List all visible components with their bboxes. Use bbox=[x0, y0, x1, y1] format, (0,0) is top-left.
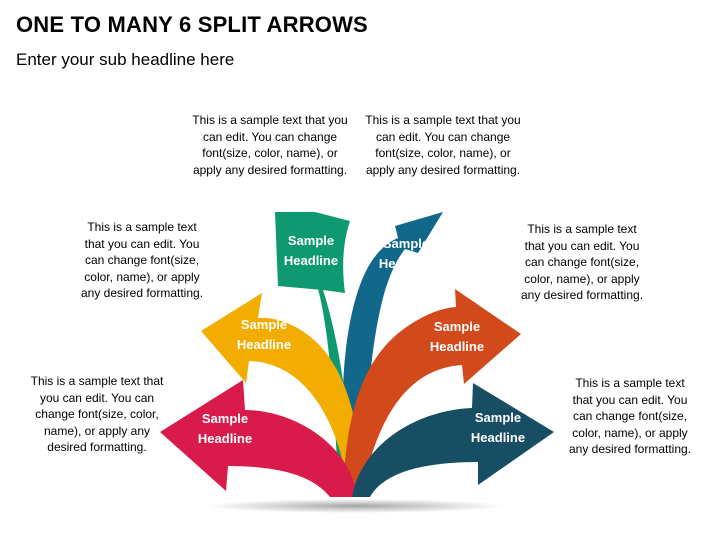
arrow-1: Sample Headline bbox=[160, 380, 356, 497]
arrow-2-headline-line2: Headline bbox=[237, 337, 291, 352]
arrow-4: Sample Headline bbox=[342, 212, 443, 497]
arrow-4-shape bbox=[342, 212, 443, 497]
arrow-6-shape bbox=[352, 383, 554, 497]
page-title: ONE TO MANY 6 SPLIT ARROWS bbox=[16, 12, 368, 37]
arrow-2: Sample Headline bbox=[201, 293, 362, 497]
arrow-5-headline-line2: Headline bbox=[430, 339, 484, 354]
description-text-2: This is a sample text that you can edit.… bbox=[80, 220, 204, 300]
arrow-4-headline-line2: Headline bbox=[379, 256, 433, 271]
description-text-4: This is a sample text that you can edit.… bbox=[365, 113, 521, 177]
page-subtitle: Enter your sub headline here bbox=[16, 50, 235, 69]
description-text-6: This is a sample text that you can edit.… bbox=[568, 376, 692, 456]
arrow-2-shape bbox=[201, 293, 362, 497]
arrow-1-shape bbox=[160, 380, 356, 497]
base-shadow bbox=[205, 499, 505, 513]
arrow-6: Sample Headline bbox=[352, 383, 554, 497]
arrow-1-headline-line1: Sample bbox=[202, 411, 248, 426]
arrow-4-headline-line1: Sample bbox=[383, 236, 429, 251]
description-text-1: This is a sample text that you can edit.… bbox=[30, 374, 164, 454]
arrow-5-shape bbox=[343, 289, 521, 497]
arrow-5: Sample Headline bbox=[343, 289, 521, 497]
arrow-6-headline-line1: Sample bbox=[475, 410, 521, 425]
arrow-5-headline-line1: Sample bbox=[434, 319, 480, 334]
arrow-3-shape bbox=[275, 212, 353, 497]
arrow-3-headline-line2: Headline bbox=[284, 253, 338, 268]
arrow-3: Sample Headline bbox=[275, 212, 353, 497]
arrow-6-headline-line2: Headline bbox=[471, 430, 525, 445]
arrow-2-headline-line1: Sample bbox=[241, 317, 287, 332]
arrow-3-headline-line1: Sample bbox=[288, 233, 334, 248]
description-text-3: This is a sample text that you can edit.… bbox=[192, 113, 348, 177]
description-text-5: This is a sample text that you can edit.… bbox=[520, 222, 644, 302]
arrow-1-headline-line2: Headline bbox=[198, 431, 252, 446]
